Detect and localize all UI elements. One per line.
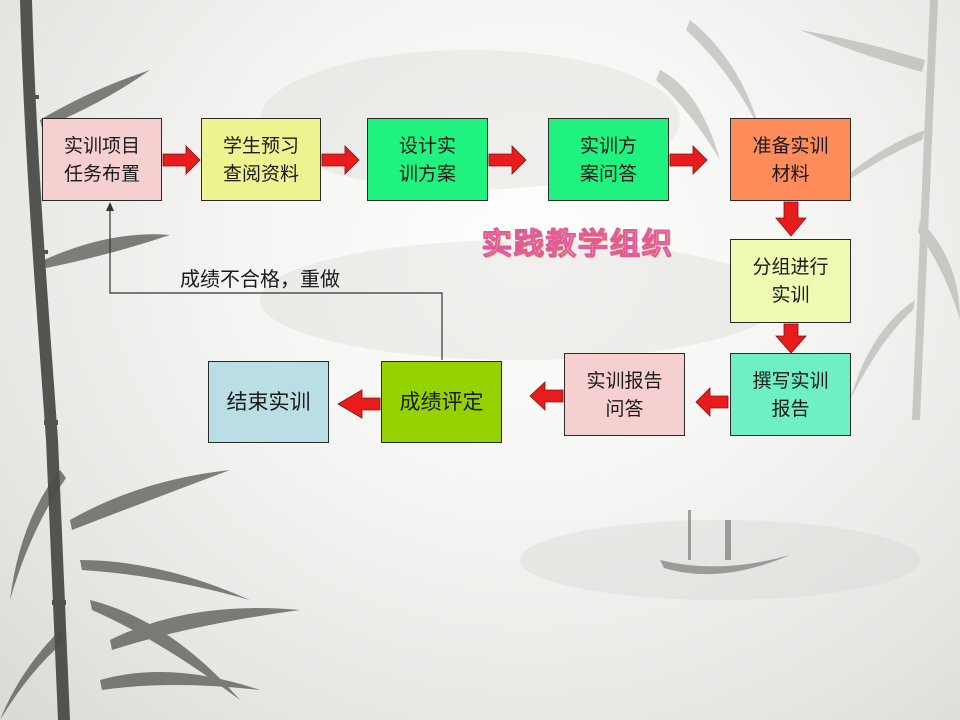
step-end-training: 结束实训 [208,361,329,443]
arrow-right-1 [162,145,201,175]
arrow-down-2 [775,323,807,354]
arrow-right-2 [321,145,360,175]
step-plan-qa: 实训方 案问答 [548,118,669,201]
step-group-training: 分组进行 实训 [730,239,851,323]
arrow-left-1 [695,387,729,417]
arrow-down-1 [775,201,807,237]
arrow-right-3 [488,145,527,175]
step-report-qa: 实训报告 问答 [564,353,685,436]
step-student-preview: 学生预习 查阅资料 [201,118,321,201]
arrow-right-4 [669,145,708,175]
arrow-left-3 [337,389,381,419]
step-prepare-materials: 准备实训 材料 [730,118,851,201]
step-write-report: 撰写实训 报告 [730,353,851,436]
feedback-label: 成绩不合格，重做 [180,267,340,291]
step-grading: 成绩评定 [381,361,502,443]
wordart-title: 实践教学组织 [482,227,674,262]
step-design-plan: 设计实 训方案 [367,118,488,201]
boat-icon [660,510,790,575]
bamboo-stalk-left [20,0,70,720]
step-task-assignment: 实训项目 任务布置 [42,118,162,201]
arrow-left-2 [529,381,564,411]
feedback-arrowhead-up [106,202,114,211]
